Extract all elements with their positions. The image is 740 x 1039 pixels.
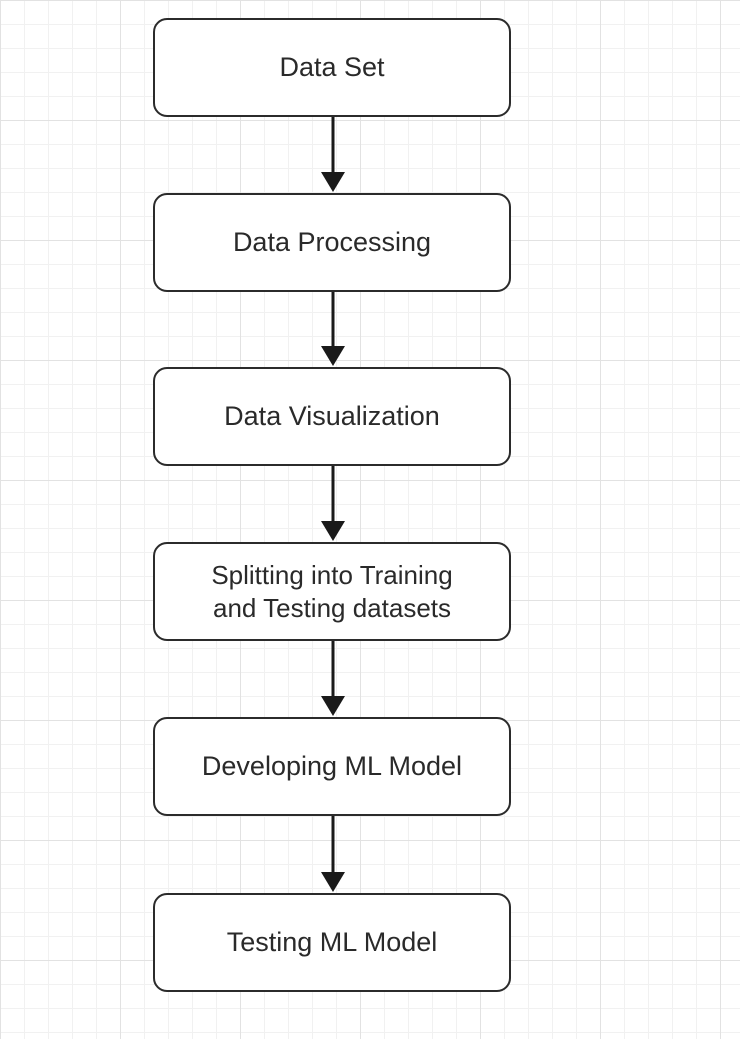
node-label-line-2: and Testing datasets [212, 592, 452, 623]
arrow-n5-to-n6 [321, 816, 345, 892]
node-splitting-datasets: Splitting into Training and Testing data… [153, 542, 511, 641]
node-label: Data Processing [232, 227, 432, 257]
arrow-n2-to-n3 [321, 292, 345, 366]
node-label: Testing ML Model [226, 927, 438, 957]
node-label: Data Set [279, 52, 385, 82]
node-testing-ml-model: Testing ML Model [153, 893, 511, 992]
node-developing-ml-model: Developing ML Model [153, 717, 511, 816]
node-data-processing: Data Processing [153, 193, 511, 292]
node-label-group: Splitting into Training and Testing data… [211, 559, 452, 625]
arrow-n3-to-n4 [321, 466, 345, 541]
node-label-line-1: Splitting into Training [211, 559, 453, 590]
arrow-n1-to-n2 [321, 117, 345, 192]
node-data-visualization: Data Visualization [153, 367, 511, 466]
node-data-set: Data Set [153, 18, 511, 117]
arrow-n4-to-n5 [321, 641, 345, 716]
node-label: Developing ML Model [201, 751, 463, 781]
node-label: Data Visualization [224, 401, 440, 431]
